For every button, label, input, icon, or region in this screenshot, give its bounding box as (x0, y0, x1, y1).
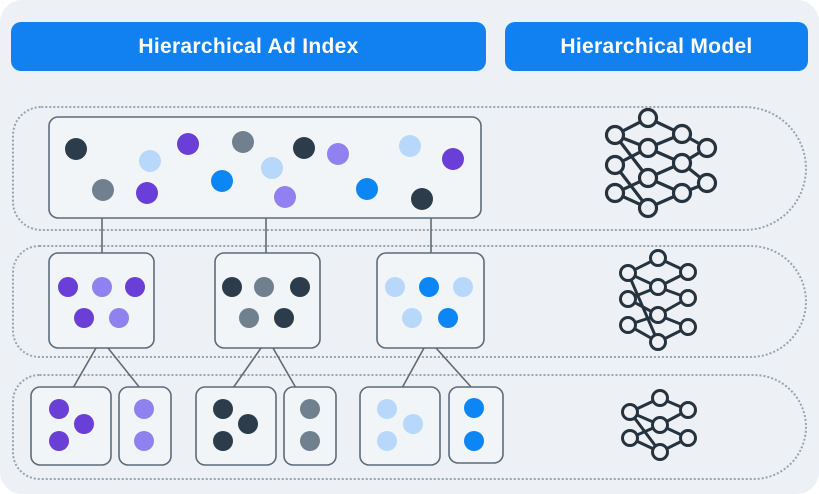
nn-node (637, 197, 659, 219)
nn-node (696, 172, 718, 194)
ad-dot-blue_light (453, 277, 473, 297)
nn-node (649, 306, 667, 324)
ad-dot-blue_light (399, 135, 421, 157)
ad-dot-blue_light (402, 308, 422, 328)
ad-dot-purple (442, 148, 464, 170)
nn-node (679, 429, 697, 447)
ad-dot-blue_light (403, 414, 423, 434)
ad-dot-purple_light (134, 399, 154, 419)
nn-node (621, 429, 639, 447)
nn-node (621, 403, 639, 421)
nn-icon-small (621, 389, 697, 461)
ad-cluster-box (48, 252, 155, 349)
ad-dot-dark (238, 414, 258, 434)
ad-dot-purple_light (109, 308, 129, 328)
ad-dot-blue (211, 170, 233, 192)
tree-connector-line (272, 347, 297, 389)
ad-dot-dark (213, 431, 233, 451)
tree-connector-line (401, 347, 425, 389)
ad-dot-dark (222, 277, 242, 297)
ad-dot-dark (290, 277, 310, 297)
tree-connector-line (107, 347, 141, 389)
hierarchical-model-label: Hierarchical Model (505, 22, 808, 71)
ad-dot-purple (177, 133, 199, 155)
ad-cluster-box (195, 386, 277, 466)
nn-edge (626, 271, 660, 344)
nn-node (679, 401, 697, 419)
nn-node (696, 137, 718, 159)
nn-node (671, 152, 693, 174)
ad-dot-purple (58, 277, 78, 297)
nn-node (679, 289, 697, 307)
ad-dot-purple (49, 431, 69, 451)
nn-node (637, 167, 659, 189)
level-1-container (12, 106, 807, 231)
nn-node (651, 416, 669, 434)
nn-node (671, 123, 693, 145)
ad-dot-blue_light (385, 277, 405, 297)
tree-connector-line (435, 347, 473, 389)
nn-node (649, 278, 667, 296)
ad-dot-purple_light (92, 277, 112, 297)
ad-dot-blue_light (261, 157, 283, 179)
nn-node (619, 290, 637, 308)
ad-dot-purple (74, 414, 94, 434)
nn-node (651, 389, 669, 407)
ad-dot-purple_light (134, 431, 154, 451)
ad-dot-gray (254, 277, 274, 297)
ad-dot-purple_light (274, 186, 296, 208)
ad-dot-dark (213, 399, 233, 419)
nn-node (679, 318, 697, 336)
ad-dot-blue_light (139, 150, 161, 172)
nn-node (604, 182, 626, 204)
ad-dot-blue_light (377, 431, 397, 451)
ad-dot-purple_light (327, 143, 349, 165)
nn-icon-large (604, 107, 718, 219)
ad-dot-gray (232, 131, 254, 153)
ad-cluster-box (376, 252, 485, 349)
tree-connector-line (232, 347, 262, 389)
ad-dot-gray (300, 399, 320, 419)
ad-dot-purple (136, 182, 158, 204)
ad-dot-blue (464, 431, 484, 451)
ad-dot-blue (464, 398, 484, 418)
nn-node (637, 137, 659, 159)
nn-node (619, 316, 637, 334)
ad-dot-gray (300, 431, 320, 451)
ad-dot-purple (125, 277, 145, 297)
nn-node (649, 249, 667, 267)
ad-dot-gray (239, 308, 259, 328)
ad-cluster-box (118, 386, 172, 466)
ad-dot-blue (438, 308, 458, 328)
tree-connector-line (72, 347, 97, 389)
nn-node (604, 124, 626, 146)
nn-node (637, 107, 659, 129)
ad-cluster-box (214, 252, 321, 349)
nn-node (671, 182, 693, 204)
ad-dot-dark (274, 308, 294, 328)
ad-cluster-box (283, 386, 337, 466)
ad-dot-blue (419, 277, 439, 297)
nn-node (649, 333, 667, 351)
ad-dot-purple (49, 399, 69, 419)
ad-cluster-box (359, 386, 441, 466)
ad-dot-dark (411, 188, 433, 210)
ad-dot-blue_light (377, 399, 397, 419)
ad-dot-dark (293, 137, 315, 159)
hierarchical-ad-index-label: Hierarchical Ad Index (11, 22, 486, 71)
ad-dot-purple (74, 308, 94, 328)
nn-node (651, 443, 669, 461)
ad-dot-gray (92, 179, 114, 201)
ad-cluster-box (448, 386, 504, 464)
nn-node (679, 263, 697, 281)
ad-dot-blue (356, 178, 378, 200)
level-2-container (12, 245, 807, 358)
ad-dot-dark (65, 138, 87, 160)
nn-node (619, 264, 637, 282)
ad-cluster-box (30, 386, 112, 466)
nn-icon-medium (619, 249, 697, 351)
nn-node (604, 154, 626, 176)
